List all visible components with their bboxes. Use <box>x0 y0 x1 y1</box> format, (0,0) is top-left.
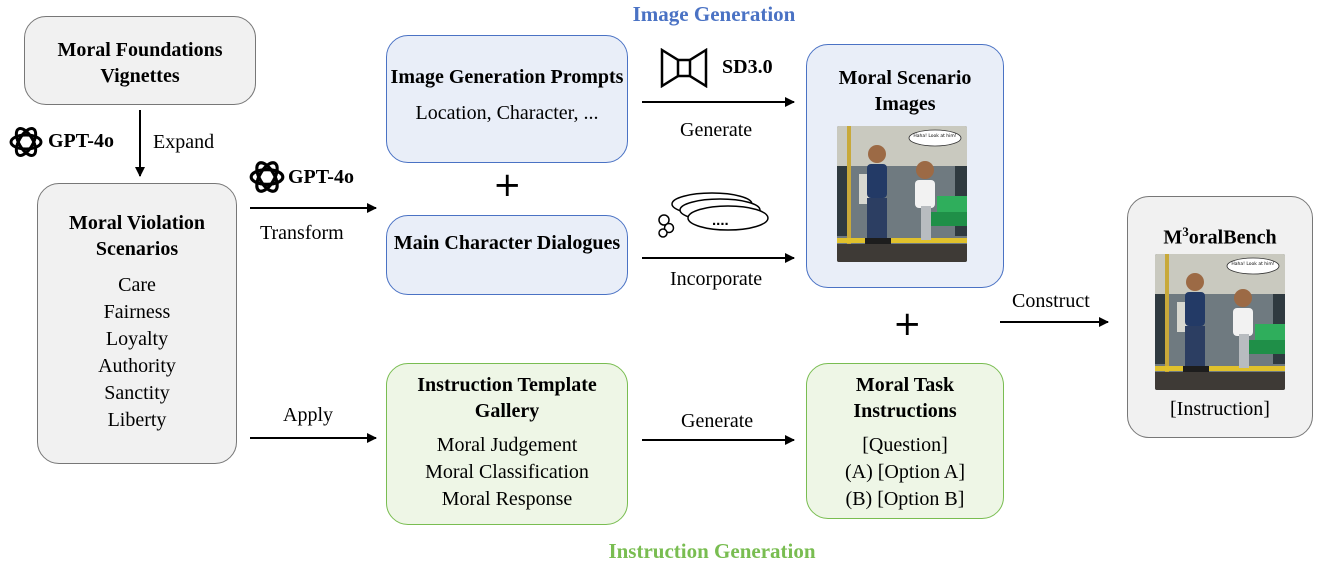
template-list: Moral Judgement Moral Classification Mor… <box>387 432 627 513</box>
violation-title: Moral Violation Scenarios <box>68 212 206 260</box>
transform-label: Transform <box>260 222 344 244</box>
apply-label: Apply <box>283 404 333 426</box>
moral-violation-scenarios-box: Moral Violation Scenarios Care Fairness … <box>37 183 237 464</box>
moralbench-image: Haha! Look at him! <box>1155 254 1285 390</box>
moral-task-instructions-box: Moral Task Instructions [Question] (A) [… <box>806 363 1004 519</box>
incorporate-label: Incorporate <box>670 268 763 290</box>
instruction-item: (A) [Option A] <box>845 461 965 483</box>
dialogue-dots: .... <box>712 212 729 229</box>
expand-label: Expand <box>153 131 215 153</box>
construct-label: Construct <box>1012 290 1090 312</box>
sd-label: SD3.0 <box>722 56 773 78</box>
foundation-item: Fairness <box>103 301 171 323</box>
sd-model-icon <box>660 48 708 88</box>
scenario-image: Haha! Look at him! <box>837 126 967 262</box>
template-item: Moral Classification <box>425 461 589 483</box>
dialogues-title: Main Character Dialogues <box>393 232 621 254</box>
image-generation-heading: Image Generation <box>632 2 796 26</box>
moralbench-title: M3oralBench <box>1163 224 1277 249</box>
gpt-label-mid: GPT-4o <box>288 166 354 188</box>
prompts-title: Image Generation Prompts <box>390 66 624 88</box>
foundation-item: Authority <box>98 355 176 377</box>
scenario-image-bubble: Haha! Look at him! <box>913 134 957 139</box>
instruction-template-gallery-box: Instruction Template Gallery Moral Judge… <box>386 363 628 525</box>
task-instructions-title: Moral Task Instructions <box>853 374 957 422</box>
speech-bubbles-icon <box>658 192 769 238</box>
vignettes-title: Moral Foundations Vignettes <box>57 39 223 87</box>
instruction-item: [Question] <box>862 434 948 456</box>
image-generation-prompts-box: Image Generation Prompts Location, Chara… <box>386 35 628 163</box>
template-item: Moral Judgement <box>436 434 578 456</box>
moral-foundations-vignettes-box: Moral Foundations Vignettes <box>24 16 256 105</box>
generate-top-label: Generate <box>680 119 753 141</box>
moralbench-caption: [Instruction] <box>1170 398 1270 420</box>
gallery-title: Instruction Template Gallery <box>417 374 597 422</box>
openai-logo-icon <box>249 161 285 193</box>
instruction-items: [Question] (A) [Option A] (B) [Option B] <box>807 432 1003 513</box>
foundation-list: Care Fairness Loyalty Authority Sanctity… <box>38 272 236 434</box>
plus-icon: + <box>893 304 922 344</box>
moralbench-image-bubble: Haha! Look at him! <box>1231 262 1275 267</box>
foundation-item: Sanctity <box>104 382 170 404</box>
openai-logo-icon <box>9 127 43 157</box>
instruction-generation-heading: Instruction Generation <box>608 539 816 563</box>
foundation-item: Care <box>118 274 156 296</box>
generate-bottom-label: Generate <box>681 410 754 432</box>
main-character-dialogues-box: Main Character Dialogues <box>386 215 628 295</box>
scenario-images-title: Moral Scenario Images <box>838 67 972 115</box>
prompts-subtitle: Location, Character, ... <box>415 102 599 124</box>
foundation-item: Loyalty <box>105 328 169 350</box>
template-item: Moral Response <box>441 488 573 510</box>
gpt-label-left: GPT-4o <box>48 130 114 152</box>
foundation-item: Liberty <box>107 409 167 431</box>
instruction-item: (B) [Option B] <box>845 488 965 510</box>
plus-icon: + <box>493 165 522 205</box>
